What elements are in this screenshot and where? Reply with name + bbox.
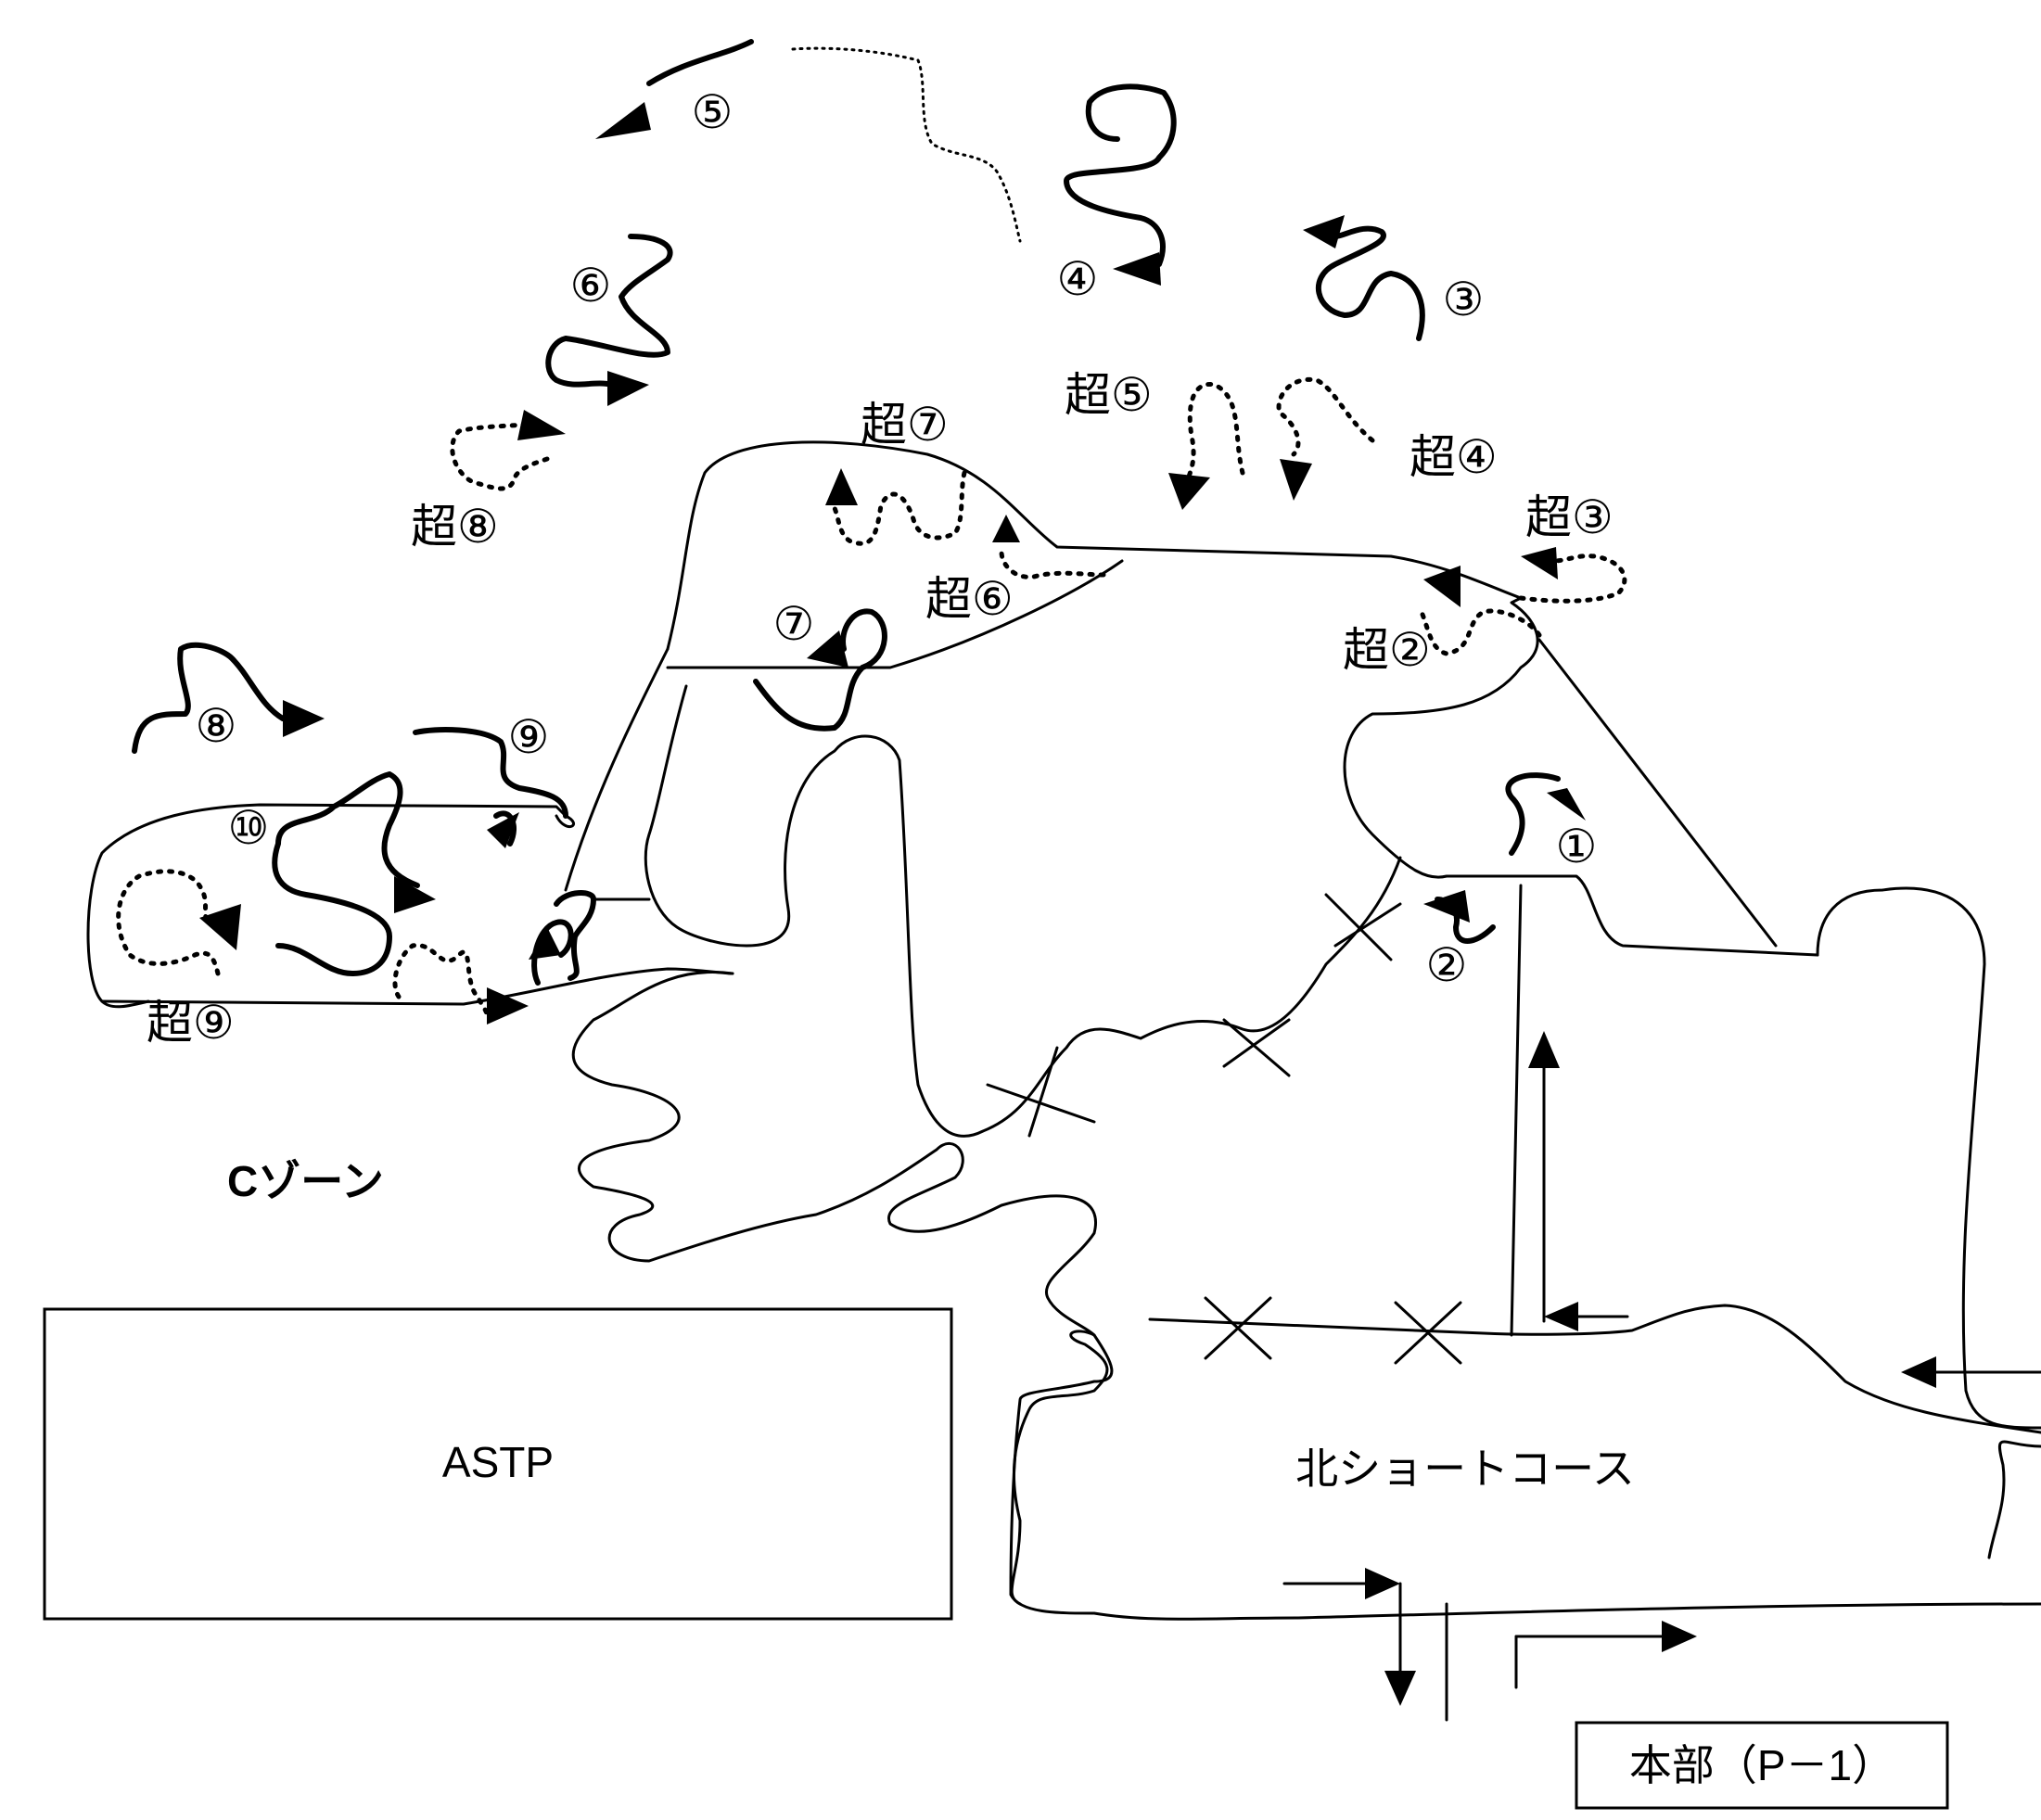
arrowhead xyxy=(807,630,848,668)
course-7-route xyxy=(753,608,887,732)
arrowhead xyxy=(487,812,519,848)
arrowhead xyxy=(1113,252,1161,286)
course-6-route xyxy=(545,234,673,388)
vertical-line-1 xyxy=(1510,884,1523,1337)
arrowhead xyxy=(283,700,325,737)
c-zone-label: Cゾーン xyxy=(227,1157,384,1205)
cross-mark xyxy=(1324,893,1402,961)
cross-mark xyxy=(986,1046,1096,1138)
astp-label: ASTP xyxy=(442,1438,554,1486)
arrow-right xyxy=(1365,1568,1400,1599)
course-10-loop-2 xyxy=(554,890,596,981)
course-routes xyxy=(132,39,1561,986)
super-9-label: 超⑨ xyxy=(147,996,235,1050)
left-connector-line xyxy=(564,647,670,892)
course-7-label: ⑦ xyxy=(773,597,815,651)
arrow-down xyxy=(1384,1671,1416,1706)
super-5-label: 超⑤ xyxy=(1065,368,1153,422)
super-8-label: 超⑧ xyxy=(411,500,499,554)
super-4-label: 超④ xyxy=(1410,430,1498,484)
course-9-route xyxy=(413,727,568,819)
course-4-label: ④ xyxy=(1057,252,1099,306)
course-3-label: ③ xyxy=(1443,273,1485,326)
arrowhead xyxy=(1521,547,1558,579)
arrow-left xyxy=(1544,1302,1578,1331)
lower-winding-path xyxy=(571,971,2041,1621)
route-arrowheads xyxy=(199,102,1586,1025)
super-6-label: 超⑥ xyxy=(925,572,1014,626)
arrowhead xyxy=(529,927,561,960)
super-7-label: 超⑦ xyxy=(861,398,949,452)
ridge-split-line xyxy=(666,559,1124,669)
fine-dotted-path xyxy=(791,46,1022,243)
course-9-label: ⑨ xyxy=(508,710,550,764)
cross-mark xyxy=(1204,1296,1272,1360)
headquarters-box xyxy=(1575,1721,1949,1810)
arrowhead xyxy=(607,371,649,406)
course-2-label: ② xyxy=(1426,938,1468,992)
headquarters-label: 本部（P－1） xyxy=(1629,1741,1894,1789)
course-8-label: ⑧ xyxy=(196,699,237,753)
fine-dotted-paths xyxy=(791,46,1022,243)
arrowhead xyxy=(199,904,241,950)
arrowhead xyxy=(1280,459,1312,501)
north-short-course-outline xyxy=(1010,1330,1109,1606)
arrowhead xyxy=(487,987,529,1025)
super-labels: 超② 超③ 超④ 超⑤ 超⑥ 超⑦ 超⑧ 超⑨ xyxy=(147,368,1614,1050)
arrowhead xyxy=(394,876,436,913)
super-5-route xyxy=(1184,382,1245,485)
left-zone-left-edge xyxy=(100,999,150,1009)
super-6-route xyxy=(999,549,1106,579)
base-line xyxy=(1148,1304,2041,1434)
left-zone-outline xyxy=(86,803,576,1003)
cross-mark xyxy=(1394,1301,1462,1365)
course-10-route xyxy=(272,771,420,976)
super-3-label: 超③ xyxy=(1525,490,1614,544)
course-8-route xyxy=(132,642,286,754)
right-block-outline xyxy=(1816,886,2041,1430)
arrowhead xyxy=(1423,890,1470,923)
arrow-left xyxy=(1901,1356,1936,1388)
central-ridge-outline xyxy=(666,440,1819,957)
ridge-right-diagonal xyxy=(1537,638,1778,948)
course-5-label: ⑤ xyxy=(692,85,733,139)
arrow-right xyxy=(1662,1621,1697,1652)
cross-marks xyxy=(986,893,1462,1365)
super-3-route xyxy=(1518,554,1627,604)
super-7-route xyxy=(832,470,967,546)
course-6-label: ⑥ xyxy=(570,259,612,312)
arrowhead xyxy=(992,515,1020,542)
arrowhead xyxy=(1168,473,1210,510)
super-4-route xyxy=(1276,376,1375,457)
super-routes xyxy=(116,376,1627,1018)
arrowhead xyxy=(595,102,651,139)
super-9-route xyxy=(116,869,221,976)
super-2-label: 超② xyxy=(1343,623,1431,677)
north-short-course-label: 北ショートコース xyxy=(1295,1445,1635,1493)
course-4-route xyxy=(1064,83,1177,267)
right-edge-line xyxy=(1987,1440,2041,1559)
arrowhead xyxy=(825,468,858,505)
course-number-labels: ① ② ③ ④ ⑤ ⑥ ⑦ ⑧ ⑨ ⑩ xyxy=(196,85,1598,992)
slope-line xyxy=(644,684,1402,1138)
course-1-label: ① xyxy=(1556,820,1598,873)
arrowhead xyxy=(1303,215,1345,248)
astp-building xyxy=(43,1307,953,1621)
super-8-route xyxy=(450,422,550,491)
course-3-route xyxy=(1316,225,1425,341)
course-1-route xyxy=(1505,772,1561,856)
course-10-label: ⑩ xyxy=(228,801,270,855)
super-9-route-b xyxy=(392,943,490,1018)
flow-arrows xyxy=(1282,1031,2041,1706)
cross-mark xyxy=(1222,1018,1291,1077)
arrowhead xyxy=(1423,566,1461,607)
arrowhead xyxy=(517,410,566,440)
super-2-route xyxy=(1416,605,1542,656)
arrowhead xyxy=(1547,788,1586,821)
arrow-up xyxy=(1528,1031,1560,1068)
course-5-route xyxy=(646,39,754,86)
